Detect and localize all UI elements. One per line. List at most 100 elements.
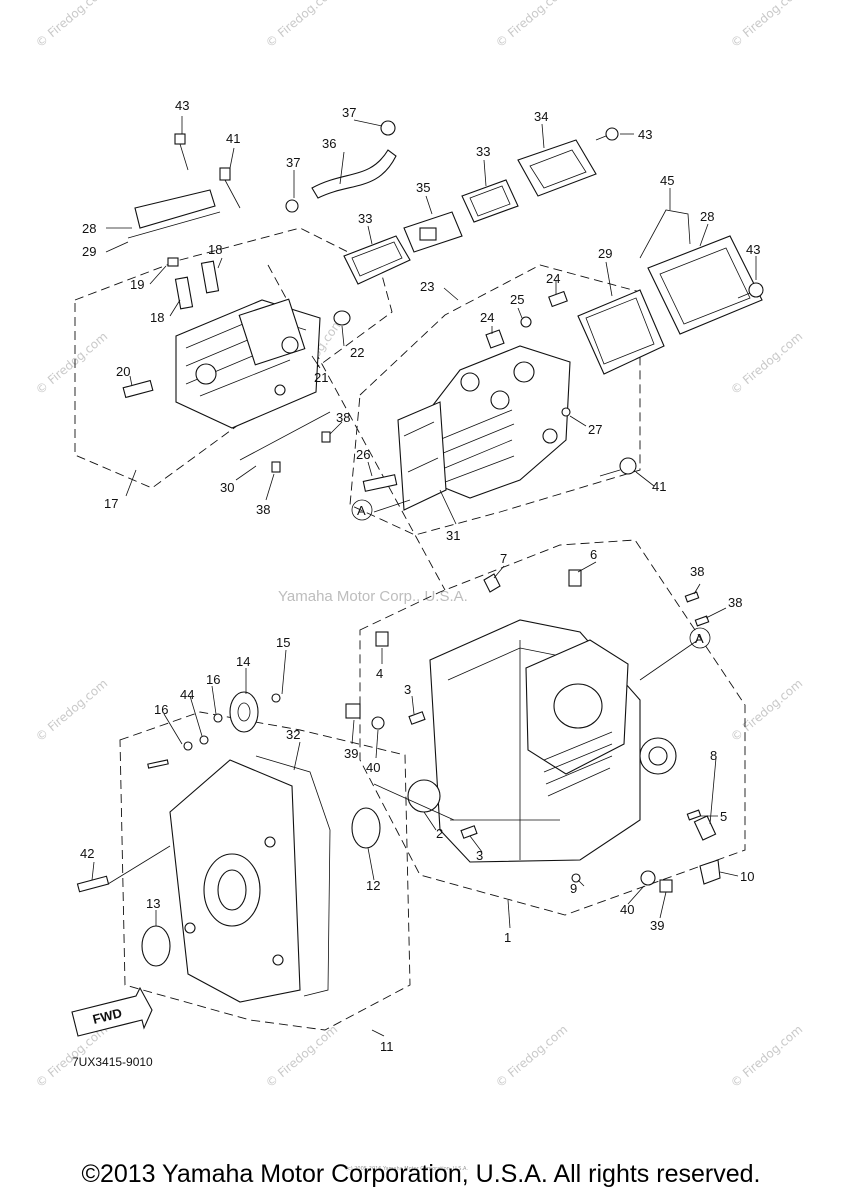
part-label: 27 [588, 422, 602, 437]
part-41-bolt-left [219, 167, 241, 209]
part-label: 12 [366, 878, 380, 893]
part-label: 29 [598, 246, 612, 261]
part-label: 33 [476, 144, 490, 159]
watermark: © Firedog.com [263, 1022, 340, 1090]
part-label: 31 [446, 528, 460, 543]
part-label: 18 [150, 310, 164, 325]
part-label: 4 [376, 666, 383, 681]
part-label: 40 [366, 760, 380, 775]
part-label: 24 [480, 310, 494, 325]
part-label: 16 [154, 702, 168, 717]
small-parts-crankcase [345, 569, 721, 893]
fine-print: (c) 2005-2016 Yamaha Motor Corporation, … [346, 1166, 468, 1172]
part-label: 43 [175, 98, 189, 113]
part-label: 5 [720, 809, 727, 824]
part-label: 6 [590, 547, 597, 562]
part-label: 35 [416, 180, 430, 195]
part-cylinder-head-cover-left [175, 298, 321, 429]
part-label: 39 [650, 918, 664, 933]
part-label: 17 [104, 496, 118, 511]
part-label: 36 [322, 136, 336, 151]
part-label: 37 [342, 105, 356, 120]
part-label: 14 [236, 654, 250, 669]
part-label: 9 [570, 881, 577, 896]
part-label: 41 [226, 131, 240, 146]
part-label: 44 [180, 687, 194, 702]
watermark: © Firedog.com [493, 0, 570, 50]
part-label: 18 [208, 242, 222, 257]
diagram-code: 7UX3415-9010 [72, 1055, 153, 1069]
reference-marks: A A [351, 499, 711, 649]
watermark: © Firedog.com [33, 329, 110, 397]
part-label: 10 [740, 869, 754, 884]
part-label: 16 [206, 672, 220, 687]
fwd-arrow: FWD [71, 986, 153, 1037]
ref-mark-a: A [357, 503, 366, 518]
part-label: 39 [344, 746, 358, 761]
watermark: © Firedog.com [33, 0, 110, 50]
part-label: 29 [82, 244, 96, 259]
part-label: 32 [286, 727, 300, 742]
part-37-clamps [285, 120, 396, 213]
part-label: 30 [220, 480, 234, 495]
part-28-cover-plate-left [127, 189, 221, 239]
watermark: © Firedog.com [493, 1022, 570, 1090]
part-43-bolt-far-right [737, 282, 764, 299]
part-34-breather-cover [517, 139, 597, 197]
part-number-labels: 43 41 37 37 36 28 29 33 35 33 34 43 45 2… [80, 98, 760, 1054]
part-label: 34 [534, 109, 548, 124]
watermark: © Firedog.com [33, 676, 110, 744]
part-label: 2 [436, 826, 443, 841]
part-28-rocker-cover [647, 235, 763, 335]
watermark: © Firedog.com [728, 329, 805, 397]
part-label: 37 [286, 155, 300, 170]
part-1-crankcase [407, 619, 677, 863]
part-label: 33 [358, 211, 372, 226]
part-43-bolt-right [595, 127, 619, 141]
part-label: 1 [504, 930, 511, 945]
part-label: 8 [710, 748, 717, 763]
part-32-crankcase-cover [169, 755, 331, 1003]
part-45-bracket [639, 209, 691, 259]
part-label: 15 [276, 635, 290, 650]
part-label: 22 [350, 345, 364, 360]
part-label: 21 [314, 370, 328, 385]
part-label: 28 [82, 221, 96, 236]
part-43-bolt-top [174, 133, 189, 171]
small-parts-18-22 [122, 257, 351, 473]
part-label: 41 [652, 479, 666, 494]
part-label: 38 [256, 502, 270, 517]
boundary-1 [359, 539, 746, 916]
part-label: 43 [746, 242, 760, 257]
part-label: 42 [80, 846, 94, 861]
part-cylinder-head [397, 345, 571, 511]
watermark-layer: © Firedog.com © Firedog.com © Firedog.co… [33, 0, 805, 1090]
part-label: 38 [690, 564, 704, 579]
watermark: © Firedog.com [728, 1022, 805, 1090]
watermark: © Firedog.com [263, 0, 340, 50]
part-33-gasket-left [343, 235, 411, 285]
part-29-gasket-right [577, 289, 665, 375]
part-label: 40 [620, 902, 634, 917]
leader-lines [91, 116, 757, 1037]
part-label: 28 [700, 209, 714, 224]
part-33-gasket-right [461, 179, 519, 223]
ref-mark-circle [351, 499, 373, 521]
fwd-arrow-label: FWD [91, 1005, 123, 1027]
watermark: © Firedog.com [728, 676, 805, 744]
watermark-center: Yamaha Motor Corp., U.S.A. [278, 588, 468, 605]
part-label: 20 [116, 364, 130, 379]
watermark: © Firedog.com [728, 0, 805, 50]
part-label: 26 [356, 447, 370, 462]
part-label: 25 [510, 292, 524, 307]
part-41-bolt-head [599, 457, 637, 477]
ref-mark-a: A [695, 631, 704, 646]
part-label: 3 [404, 682, 411, 697]
copyright-notice: ©2013 Yamaha Motor Corporation, U.S.A. A… [81, 1160, 761, 1188]
boundary-17 [74, 227, 393, 489]
part-label: 3 [476, 848, 483, 863]
parts-12-13-14-gears-seals [76, 691, 381, 967]
ref-mark-circle [689, 627, 711, 649]
parts-24-25-26-27 [362, 290, 571, 492]
part-label: 38 [336, 410, 350, 425]
